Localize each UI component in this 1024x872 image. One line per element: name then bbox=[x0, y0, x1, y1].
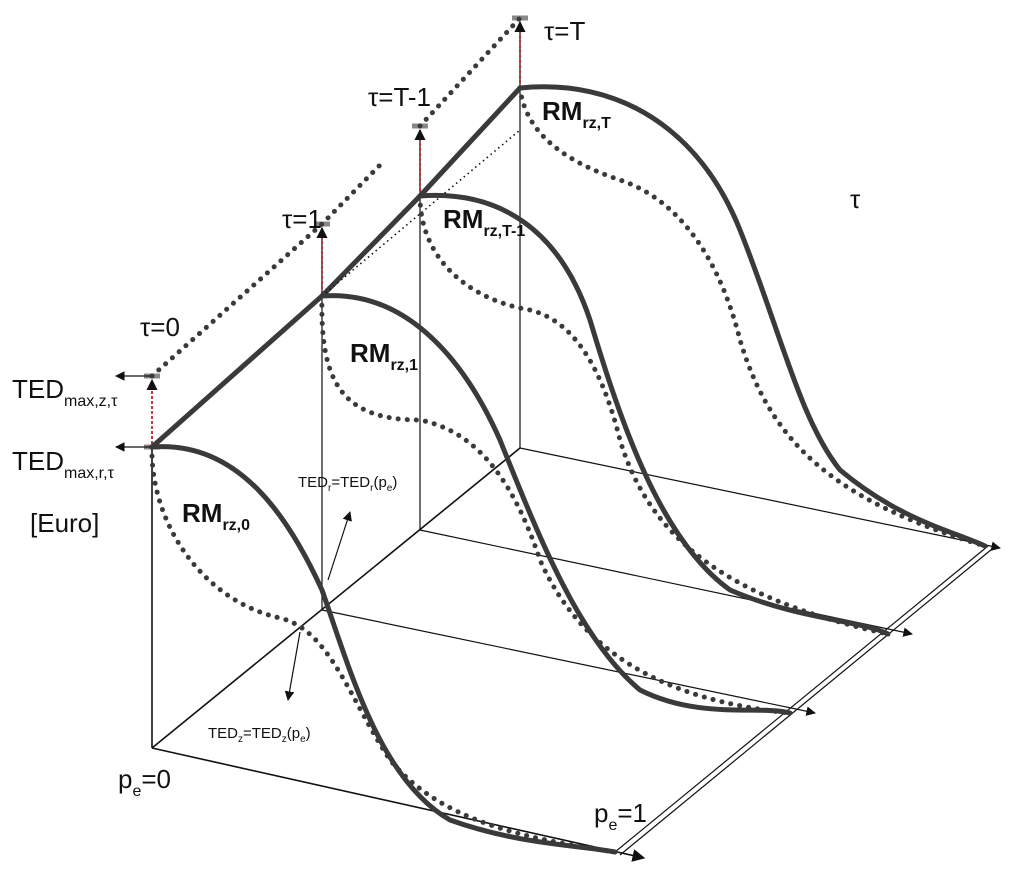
ted-z-pointer bbox=[284, 631, 301, 701]
slice-T-curves bbox=[517, 84, 988, 549]
slice-1-curves bbox=[319, 293, 793, 716]
pe-axis-front bbox=[151, 747, 646, 862]
y-side-arrows bbox=[115, 371, 150, 452]
tau-floor-axis bbox=[151, 447, 521, 749]
floor-grid bbox=[151, 447, 1001, 862]
ridge-r-solid bbox=[149, 85, 523, 450]
label-tau-T: τ=T bbox=[544, 16, 585, 46]
label-rm-T: RMrz,T bbox=[542, 96, 611, 132]
label-rm-Tm1: RMrz,T-1 bbox=[443, 204, 525, 240]
rm-curve-1-solid bbox=[319, 293, 793, 716]
label-tau-0: τ=0 bbox=[140, 312, 180, 342]
label-rm-1: RMrz,1 bbox=[350, 338, 418, 374]
label-ted-max-r: TEDmax,r,τ bbox=[12, 446, 115, 482]
pe-floor-line-3 bbox=[519, 447, 1001, 551]
rm-curve-Tm1-solid bbox=[417, 192, 891, 637]
rm-curve-1-dotted bbox=[319, 293, 793, 716]
rm-curve-T-dotted bbox=[517, 85, 988, 549]
label-pe-1: pe=1 bbox=[594, 798, 647, 834]
label-ted-z-function: TEDz=TEDz(pe) bbox=[208, 725, 311, 745]
rm-curve-Tm1-dotted bbox=[417, 193, 891, 637]
pe1-edge-line-b bbox=[619, 548, 993, 856]
ted-r-pointer bbox=[327, 511, 352, 581]
label-rm-0: RMrz,0 bbox=[182, 498, 250, 534]
label-tau-axis: τ bbox=[850, 184, 861, 214]
ridges bbox=[149, 15, 523, 450]
label-ted-r-function: TEDr=TEDr(pe) bbox=[298, 474, 397, 494]
ridge-z-dotted-2 bbox=[417, 15, 523, 129]
label-tau-1: τ=1 bbox=[282, 204, 322, 234]
label-pe-0: pe=0 bbox=[118, 764, 171, 800]
label-ted-max-z: TEDmax,z,τ bbox=[12, 374, 118, 410]
label-unit-euro: [Euro] bbox=[30, 508, 99, 538]
ridge-z-dotted-1 bbox=[149, 157, 388, 379]
slice-Tm1-curves bbox=[417, 192, 891, 637]
annotation-arrows bbox=[284, 511, 352, 701]
rm-curve-0-dotted bbox=[149, 444, 618, 855]
rm-curve-0-solid bbox=[149, 444, 618, 855]
rm-curve-T-solid bbox=[517, 84, 988, 549]
slice-0-curves bbox=[149, 444, 618, 855]
pe1-edge-line-a bbox=[614, 545, 989, 853]
label-tau-Tm1: τ=T-1 bbox=[368, 82, 431, 112]
ridge-fine-dotted bbox=[321, 129, 521, 297]
pe-floor-line-1 bbox=[321, 609, 816, 716]
